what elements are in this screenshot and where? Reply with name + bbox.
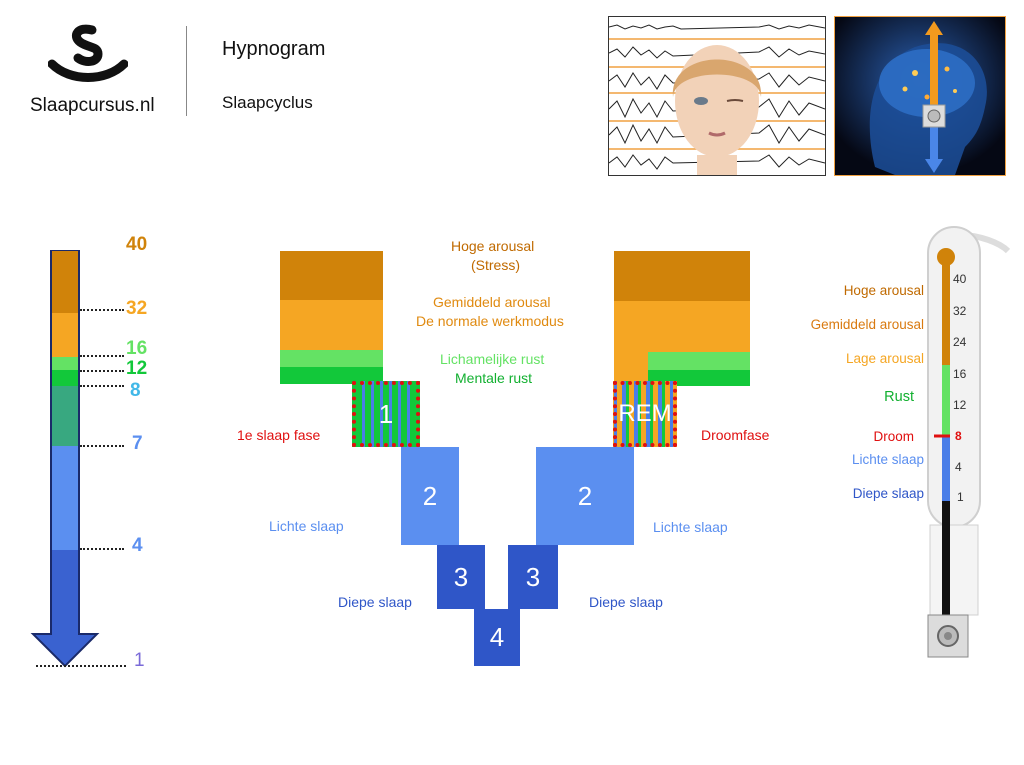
stage-3-left-label: 3 [453, 561, 469, 592]
scale-tick-1: 1 [134, 650, 145, 671]
stage-2-left-block: 2 [401, 447, 459, 545]
right-orange-connector [614, 352, 648, 382]
therm-label-light-sleep: Lichte slaap [851, 452, 924, 467]
label-dream-phase: Droomfase [701, 427, 770, 443]
scale-line-32 [80, 309, 124, 311]
therm-label-deep-sleep: Diepe slaap [852, 486, 924, 501]
therm-tick-32: 32 [953, 304, 967, 318]
label-mental-rest: Mentale rust [455, 370, 533, 386]
thermometer-graphic [920, 225, 1011, 665]
therm-tick-12: 12 [953, 398, 967, 412]
right-high-arousal-block [614, 251, 750, 301]
scale-tick-16: 16 [126, 338, 148, 359]
scale-line-8 [80, 385, 124, 387]
eeg-face-image [608, 16, 826, 176]
label-medium-arousal: Gemiddeld arousal [433, 294, 551, 310]
scale-line-7 [80, 445, 124, 447]
therm-tick-4: 4 [955, 460, 962, 474]
right-physical-rest-block [648, 352, 750, 370]
label-stress: (Stress) [471, 257, 520, 273]
scale-tick-32: 32 [126, 298, 148, 319]
rem-block: REM [613, 381, 677, 447]
smile-logo-icon [47, 24, 129, 82]
page-subtitle: Slaapcyclus [222, 93, 313, 112]
therm-tick-40: 40 [953, 272, 967, 286]
scale-line-4 [80, 548, 124, 550]
stage-4-block: 4 [474, 609, 520, 666]
brand-logo [47, 22, 129, 82]
right-medium-arousal-block [614, 301, 750, 352]
therm-label-medium-arousal: Gemiddeld arousal [810, 317, 924, 332]
scale-tick-7: 7 [132, 433, 143, 454]
page-title: Hypnogram [222, 38, 326, 60]
label-light-sleep-left: Lichte slaap [269, 518, 344, 534]
brand-name: Slaapcursus.nl [30, 95, 155, 116]
stage-2-right-block: 2 [536, 447, 634, 545]
label-high-arousal: Hoge arousal [451, 238, 535, 254]
label-deep-sleep-right: Diepe slaap [589, 594, 663, 610]
rem-label: REM [618, 400, 672, 427]
stage-3-left-block: 3 [437, 545, 485, 609]
therm-tick-16: 16 [953, 367, 967, 381]
left-mental-rest-block [280, 367, 383, 384]
stage-1-label: 1 [378, 398, 394, 429]
label-physical-rest: Lichamelijke rust [440, 351, 545, 367]
left-physical-rest-block [280, 350, 383, 367]
stage-3-right-block: 3 [508, 545, 558, 609]
arousal-scale-arrow [30, 249, 100, 670]
stage-1-block: 1 [352, 381, 420, 447]
therm-label-low-arousal: Lage arousal [845, 351, 924, 366]
label-normal-work-mode: De normale werkmodus [416, 313, 564, 329]
label-light-sleep-right: Lichte slaap [653, 519, 728, 535]
scale-tick-40: 40 [126, 234, 148, 255]
header-divider [186, 26, 187, 116]
scale-line-1 [36, 665, 126, 667]
therm-tick-8: 8 [955, 429, 962, 443]
therm-tick-24: 24 [953, 335, 967, 349]
scale-line-12 [80, 370, 124, 372]
therm-label-rest: Rust [884, 389, 914, 405]
label-deep-sleep-left: Diepe slaap [338, 594, 412, 610]
left-medium-arousal-block [280, 300, 383, 350]
therm-tick-1: 1 [957, 490, 964, 504]
stage-2-right-label: 2 [577, 480, 593, 511]
brain-image [834, 16, 1006, 176]
therm-label-dream: Droom [873, 429, 914, 444]
scale-tick-4: 4 [132, 535, 143, 556]
scale-tick-12: 12 [126, 358, 148, 379]
scale-line-16 [80, 355, 124, 357]
stage-3-right-label: 3 [525, 561, 541, 592]
stage-4-label: 4 [489, 622, 505, 652]
stage-2-left-label: 2 [422, 480, 438, 511]
left-high-arousal-block [280, 251, 383, 300]
therm-label-high-arousal: Hoge arousal [843, 283, 924, 298]
scale-tick-8: 8 [130, 380, 141, 401]
label-first-sleep-phase: 1e slaap fase [237, 427, 321, 443]
